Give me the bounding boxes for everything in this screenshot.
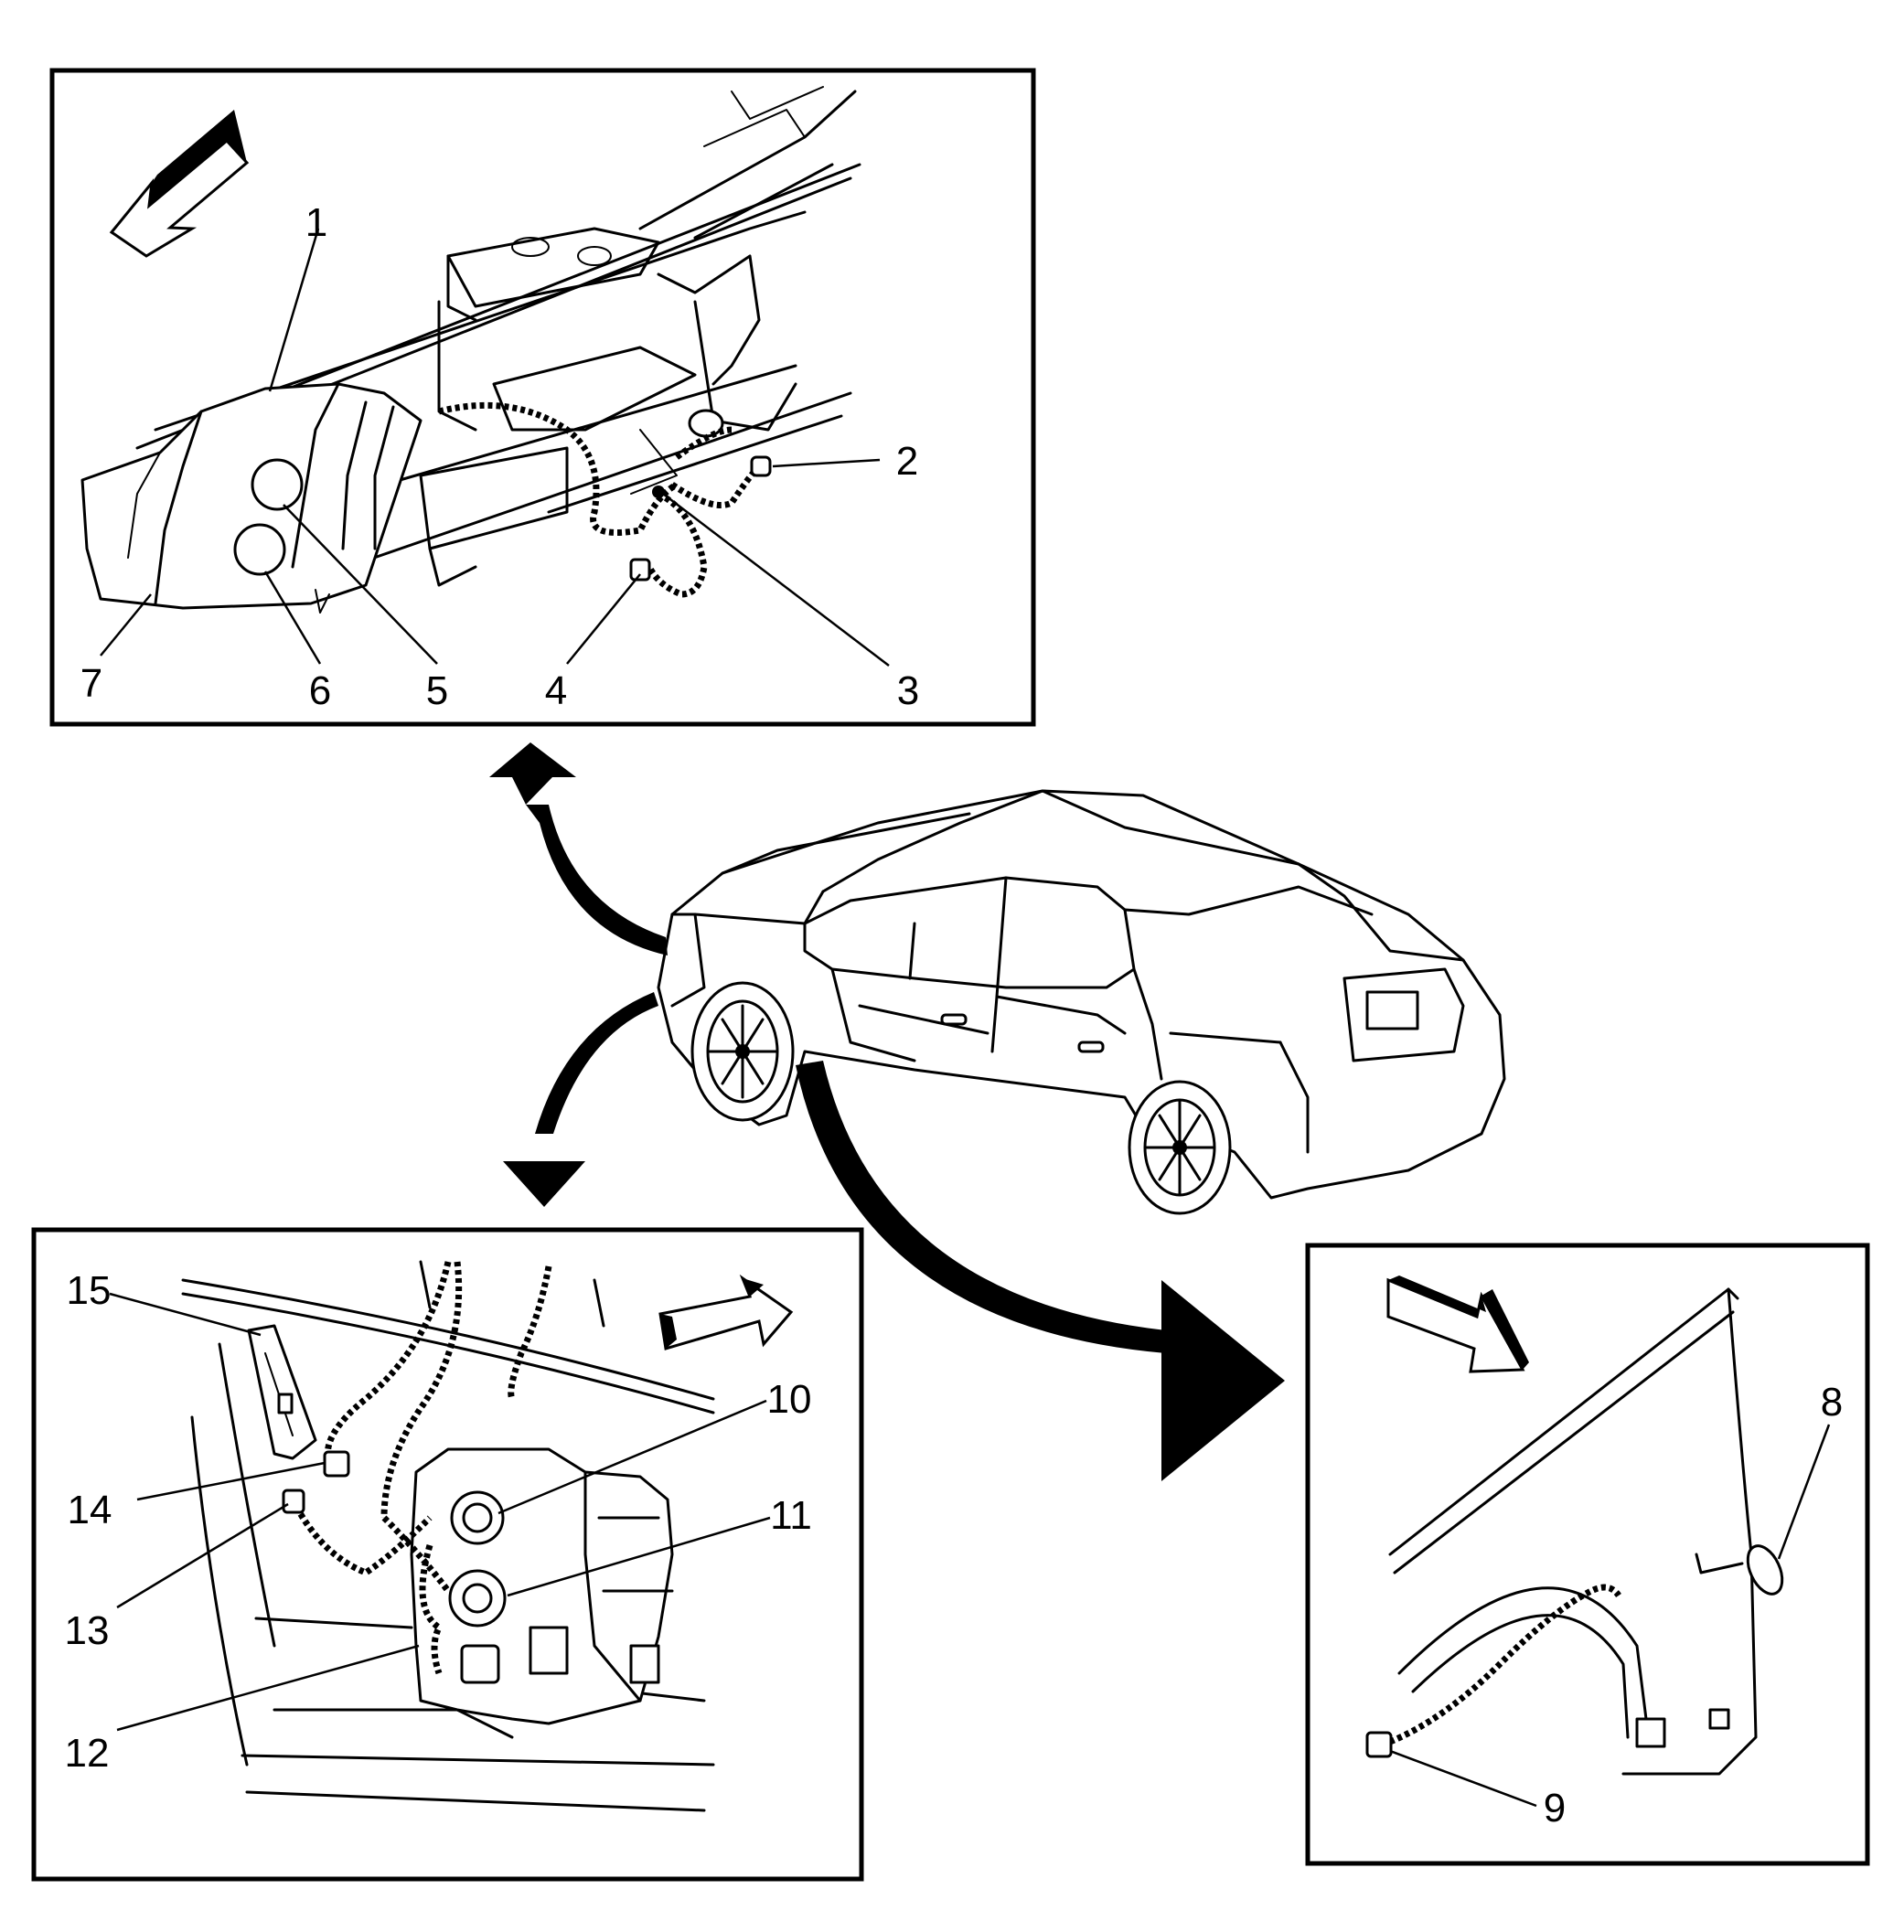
bulb-socket-11 bbox=[448, 1569, 507, 1628]
callout-10: 10 bbox=[767, 1377, 812, 1422]
bulb-socket-10 bbox=[450, 1490, 505, 1545]
callout-1: 1 bbox=[305, 200, 327, 245]
callout-15: 15 bbox=[67, 1268, 112, 1313]
direction-arrow-icon bbox=[658, 1274, 794, 1350]
callout-2: 2 bbox=[896, 439, 918, 484]
bulb-socket-5 bbox=[251, 458, 304, 511]
callout-5: 5 bbox=[426, 668, 448, 713]
callout-13: 13 bbox=[65, 1608, 110, 1653]
callout-14: 14 bbox=[68, 1488, 112, 1532]
top-left-detail-panel: 1 2 3 4 5 6 7 bbox=[49, 68, 1036, 727]
callout-6: 6 bbox=[309, 668, 331, 713]
callout-7: 7 bbox=[80, 661, 102, 706]
callout-4: 4 bbox=[545, 668, 567, 713]
connector-4 bbox=[629, 558, 651, 582]
callout-3: 3 bbox=[897, 668, 919, 713]
callout-9: 9 bbox=[1544, 1786, 1566, 1831]
headlamp-assembly bbox=[80, 382, 423, 614]
connector-14 bbox=[323, 1450, 350, 1478]
curved-pointer-arrow-icon bbox=[489, 742, 1285, 1481]
vehicle-illustration bbox=[657, 789, 1506, 1215]
connector-13 bbox=[282, 1489, 305, 1514]
callout-8: 8 bbox=[1821, 1380, 1843, 1425]
bottom-right-detail-panel: 8 9 bbox=[1305, 1243, 1870, 1866]
direction-arrow-icon bbox=[1386, 1276, 1529, 1373]
direction-arrow-icon bbox=[109, 110, 250, 258]
callout-11: 11 bbox=[770, 1493, 812, 1538]
bulb-socket-6 bbox=[233, 523, 286, 576]
side-marker-lamp bbox=[247, 1324, 317, 1460]
side-marker-lamp-8 bbox=[1746, 1544, 1784, 1596]
connector-9 bbox=[1365, 1731, 1393, 1758]
connector-2 bbox=[750, 455, 772, 477]
bottom-left-detail-panel: 15 10 11 14 13 12 bbox=[31, 1227, 864, 1882]
callout-12: 12 bbox=[65, 1731, 110, 1776]
